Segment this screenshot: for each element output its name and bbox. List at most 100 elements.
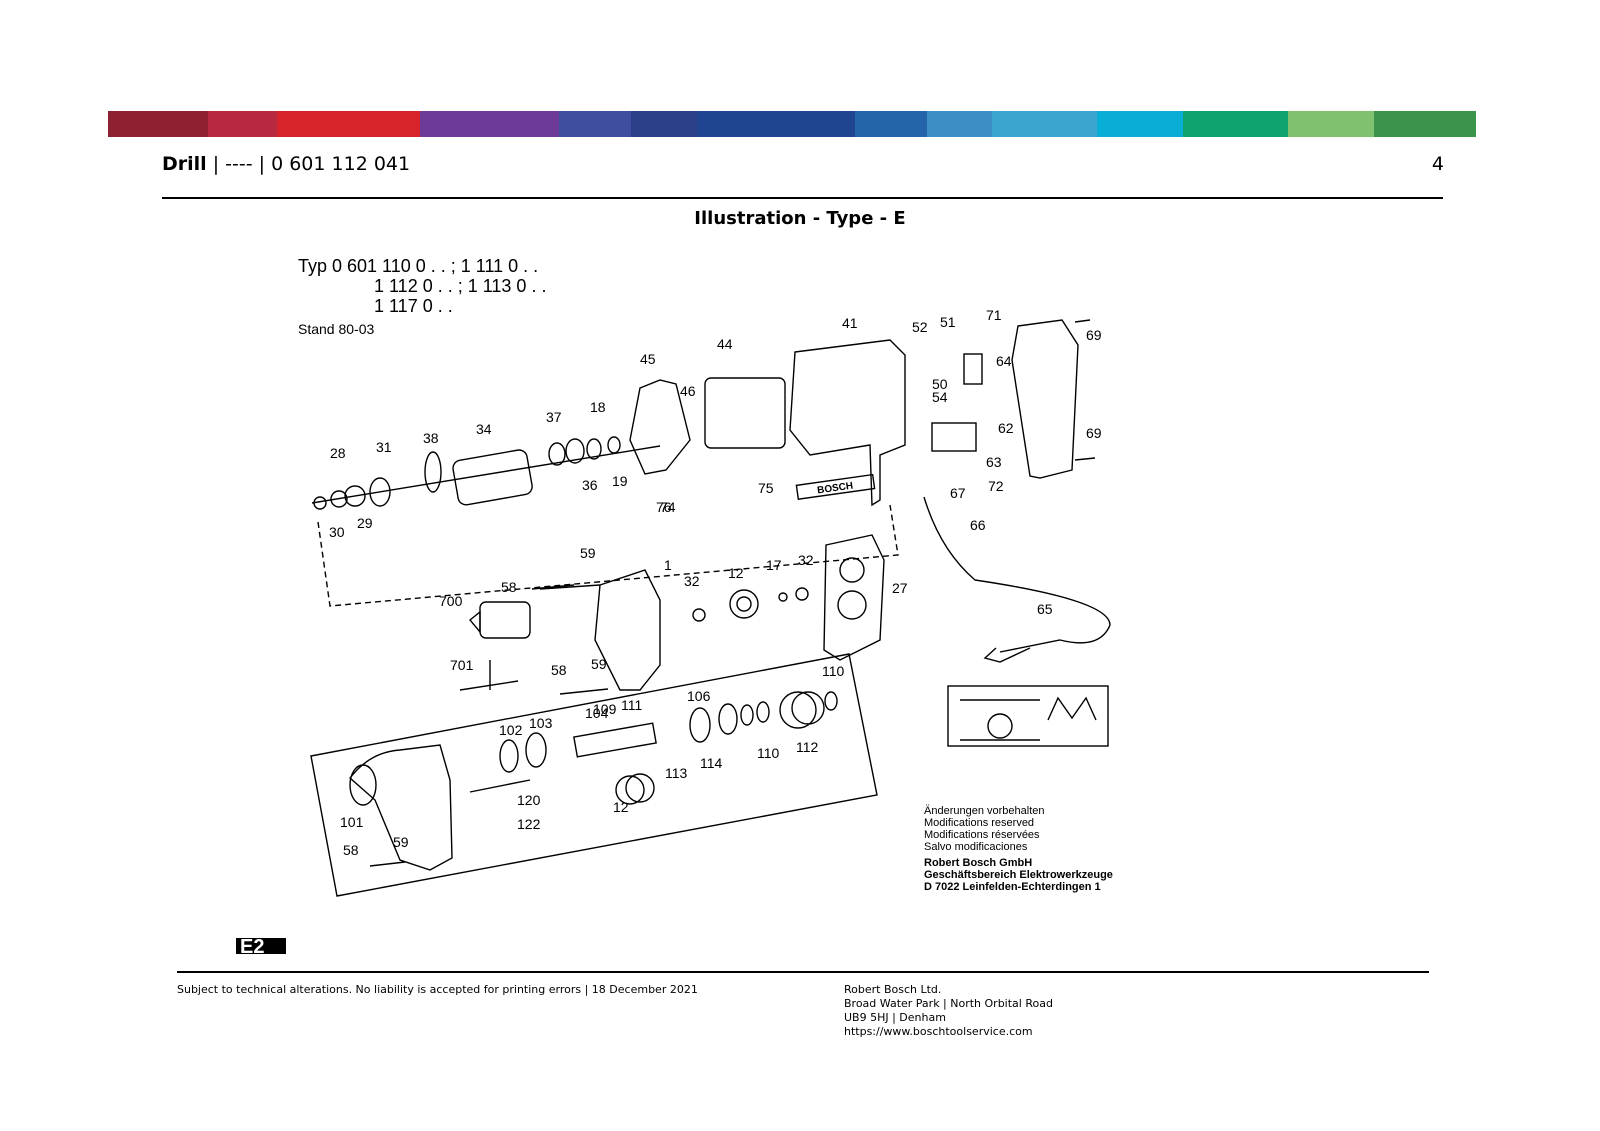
- brand-color-segment: [558, 111, 631, 137]
- company-division: Geschäftsbereich Elektrowerkzeuge: [924, 869, 1113, 881]
- part-callout-label: 63: [986, 454, 1002, 470]
- type-line-2: 1 112 0 . . ; 1 113 0 . .: [374, 276, 547, 296]
- brand-color-segment: [108, 111, 209, 137]
- sheet-code: E2: [240, 938, 265, 954]
- brand-color-segment: [855, 111, 927, 137]
- sheet-code-tab: E2: [236, 938, 286, 954]
- part-callout-label: 110: [822, 663, 845, 679]
- part-callout-label: 59: [580, 545, 596, 561]
- part-callout-label: 19: [612, 473, 628, 489]
- brand-color-segment: [926, 111, 992, 137]
- address-line: Robert Bosch Ltd.: [844, 983, 942, 996]
- note-line: Salvo modificaciones: [924, 841, 1028, 853]
- brand-color-band: [108, 111, 1476, 137]
- assembly-dashed-outline: [317, 504, 899, 607]
- part-callout-label: 36: [582, 477, 598, 493]
- brand-plate-text: BOSCH: [817, 481, 854, 497]
- part-callout-label: 31: [376, 439, 392, 455]
- part-callout-label: 74: [660, 499, 676, 515]
- fan-cover: [629, 379, 691, 475]
- part-callout-label: 54: [932, 389, 948, 405]
- brand-color-segment: [1287, 111, 1374, 137]
- part-callout-label: 101: [340, 814, 364, 830]
- type-line-3: 1 117 0 . .: [374, 296, 453, 316]
- part-callout-label: 66: [970, 517, 986, 533]
- part-callout-label: 12: [728, 565, 744, 581]
- part-callout-label: 59: [393, 834, 409, 850]
- part-callout-label: 17: [766, 557, 782, 573]
- stand-label: Stand 80-03: [298, 321, 375, 337]
- handle: [1011, 319, 1079, 479]
- brand-color-segment: [697, 111, 856, 137]
- part-callout-label: 72: [988, 478, 1004, 494]
- brand-color-segment: [630, 111, 698, 137]
- part-callout-label: 50: [932, 376, 948, 392]
- part-callout-label: 67: [950, 485, 966, 501]
- motor-housing: [789, 339, 906, 507]
- modification-notes: Änderungen vorbehalten Modifications res…: [924, 805, 1113, 893]
- note-line: Änderungen vorbehalten: [924, 805, 1045, 817]
- part-callout-label: 109: [593, 701, 617, 717]
- part-callout-label: 111: [621, 697, 642, 713]
- product-name: Drill: [162, 153, 207, 175]
- part-callout-label: 32: [798, 552, 814, 568]
- part-callout-label: 27: [892, 580, 908, 596]
- part-callout-label: 69: [1086, 425, 1102, 441]
- part-callout-label: 120: [517, 792, 541, 808]
- part-callout-label: 45: [640, 351, 656, 367]
- part-callout-label: 75: [758, 480, 774, 496]
- part-callout-label: 32: [684, 573, 700, 589]
- part-callout-label: 28: [330, 445, 346, 461]
- gear-housing-cover: [823, 534, 885, 661]
- part-callout-label: 65: [1037, 601, 1053, 617]
- page-number: 4: [1431, 153, 1444, 175]
- illustration-title: Illustration - Type - E: [694, 208, 906, 229]
- company-name: Robert Bosch GmbH: [924, 857, 1033, 869]
- brand-color-segment: [1182, 111, 1288, 137]
- part-callout-label: 114: [700, 755, 723, 771]
- address-line: UB9 5HJ | Denham: [844, 1011, 946, 1024]
- part-callout-label: 76: [656, 499, 672, 515]
- type-line-1: Typ 0 601 110 0 . . ; 1 111 0 . .: [298, 256, 539, 276]
- part-callout-label: 58: [343, 842, 359, 858]
- part-callout-label: 102: [499, 722, 523, 738]
- header-separator: | ---- |: [206, 153, 272, 175]
- address-line: Broad Water Park | North Orbital Road: [844, 997, 1053, 1010]
- footer-rule: [177, 971, 1429, 973]
- part-callout-label: 51: [940, 314, 956, 330]
- part-callout-label: 38: [423, 430, 439, 446]
- part-callout-label: 59: [591, 656, 607, 672]
- part-callout-label: 69: [1086, 327, 1102, 343]
- brand-color-segment: [420, 111, 559, 137]
- part-callout-label: 34: [476, 421, 492, 437]
- capacitor: [963, 353, 983, 385]
- brand-color-segment: [1373, 111, 1476, 137]
- brand-color-segment: [991, 111, 1097, 137]
- brand-color-segment: [1096, 111, 1183, 137]
- part-number: 0 601 112 041: [271, 153, 411, 175]
- chuck-key: [459, 680, 519, 691]
- brand-color-segment: [208, 111, 278, 137]
- address-url: https://www.boschtoolservice.com: [844, 1025, 1033, 1038]
- part-callout-label: 103: [529, 715, 553, 731]
- switch: [931, 422, 977, 452]
- part-callout-label: 30: [329, 524, 345, 540]
- footer-address: Robert Bosch Ltd. Broad Water Park | Nor…: [844, 983, 1053, 1039]
- part-callout-label: 37: [546, 409, 562, 425]
- brand-color-segment: [277, 111, 421, 137]
- part-callout-label: 64: [996, 353, 1012, 369]
- document-header: Drill | ---- | 0 601 112 041: [162, 153, 410, 175]
- part-callout-label: 46: [680, 383, 696, 399]
- part-callout-label: 58: [501, 579, 517, 595]
- note-line: Modifications réservées: [924, 829, 1040, 841]
- circuit-diagram: [947, 685, 1109, 747]
- gearbox-frame: [310, 653, 878, 897]
- part-callout-label: 700: [439, 593, 463, 609]
- part-callout-label: 104: [585, 705, 609, 721]
- part-callout-label: 12: [613, 799, 629, 815]
- part-callout-label: 41: [842, 315, 858, 331]
- note-line: Modifications reserved: [924, 817, 1035, 829]
- part-callout-label: 122: [517, 816, 541, 832]
